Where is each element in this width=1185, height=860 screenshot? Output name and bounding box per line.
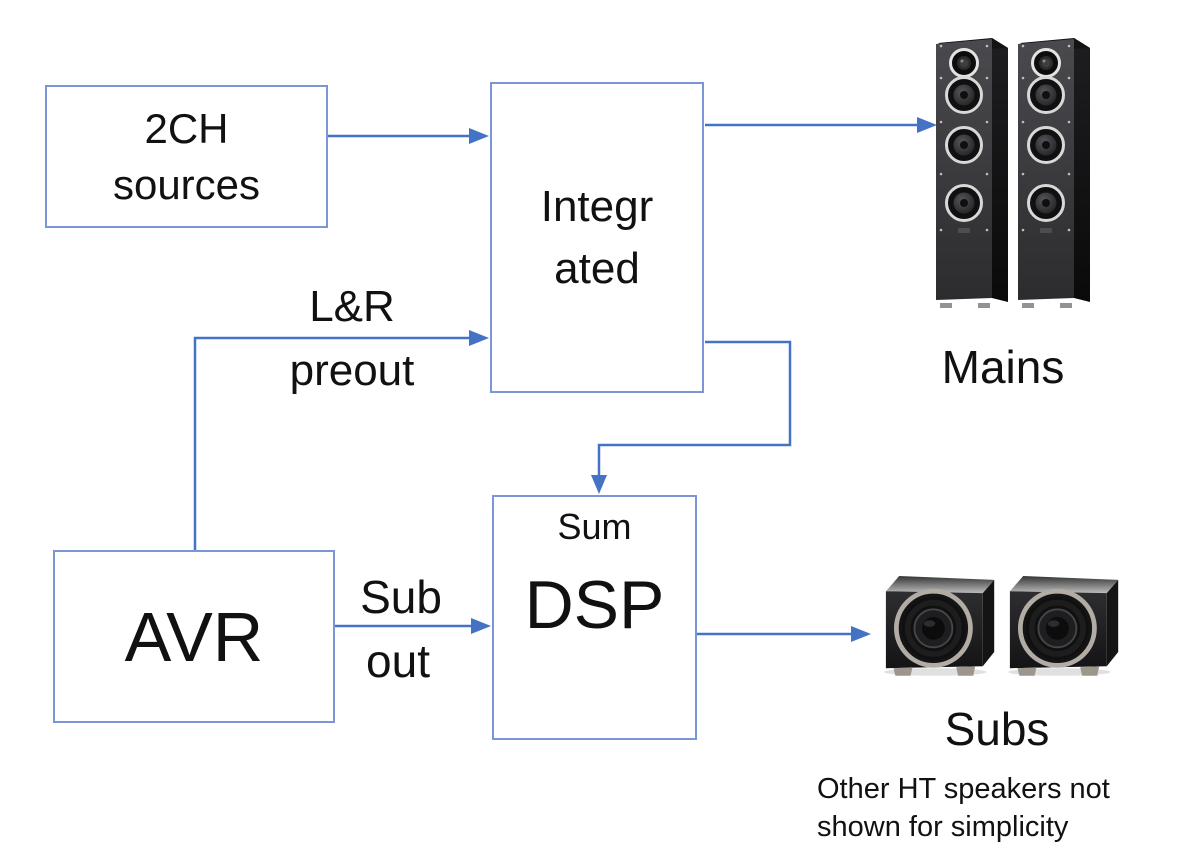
caption-line1: Other HT speakers not [817,773,1110,805]
arrowhead-icon [851,626,871,642]
arrowhead-icon [471,618,491,634]
box-avr-label: AVR [124,597,264,676]
speaker-foot [1022,303,1034,308]
tweeter-icon [949,48,979,78]
connector-avr-preout-to-integrated [193,330,489,550]
arrowhead-icon [469,128,489,144]
arrowhead-icon [917,117,937,133]
speaker-foot [1060,303,1072,308]
connector-integrated-to-dsp-sum [591,340,792,494]
caption-line2: shown for simplicity [817,811,1069,843]
subwoofer-right-image [1008,576,1119,676]
box-2ch-sources: 2CH sources [45,85,328,228]
subwoofer-left-image [884,576,995,676]
sub-foot [956,666,976,676]
sub-driver-icon [1017,588,1097,668]
connector-dsp-to-subs [697,626,871,642]
label-sub: Sub [360,571,442,623]
sub-driver-icon [893,588,973,668]
speaker-foot [940,303,952,308]
connector-avr-subout-to-dsp [335,618,491,634]
arrowhead-icon [591,475,607,494]
dsp-sum-label: Sum [557,506,632,547]
woofer-icon [945,76,983,114]
connector-2ch-to-integrated [328,128,489,144]
dsp-label: DSP [524,567,665,643]
label-mains: Mains [941,341,1065,393]
box-dsp: Sum DSP [492,495,697,740]
label-lr: L&R [309,282,395,331]
sub-foot [1017,667,1037,676]
brand-badge [958,228,970,233]
box-integrated-line1: Integr [540,181,654,231]
speaker-foot [978,303,990,308]
tower-speaker-right-image [1018,38,1090,308]
label-subs: Subs [944,703,1050,755]
box-avr: AVR [53,550,335,723]
woofer-icon [1027,76,1065,114]
woofer-icon [1027,184,1065,222]
screw-dots [939,44,989,232]
box-2ch-sources-line1: 2CH [144,104,229,152]
woofer-icon [1027,126,1065,164]
brand-badge [1040,228,1052,233]
screw-dots [1021,44,1071,232]
tweeter-icon [1031,48,1061,78]
arrowhead-icon [469,330,489,346]
box-integrated-line2: ated [554,243,640,293]
caption-note: Other HT speakers not shown for simplici… [817,770,1110,846]
woofer-icon [945,126,983,164]
sub-foot [1080,666,1100,676]
label-out: out [366,635,430,687]
connector-integrated-to-mains [705,117,937,133]
tower-speaker-left-image [936,38,1008,308]
sub-foot [893,667,913,676]
box-integrated-amp: Integr ated [490,82,704,393]
box-2ch-sources-line2: sources [112,160,261,208]
woofer-icon [945,184,983,222]
label-preout: preout [289,346,415,395]
